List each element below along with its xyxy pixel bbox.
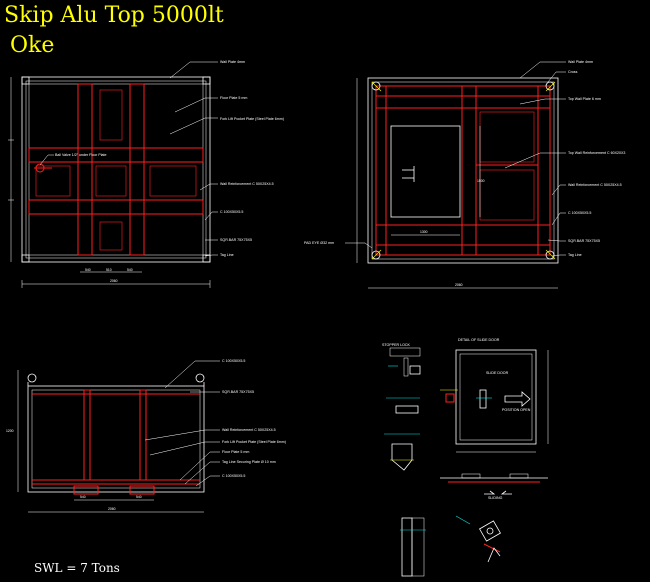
floor-stiffeners: [28, 83, 204, 256]
label-position-open: POSITION OPEN: [502, 408, 531, 412]
pad-eye-icons: [371, 81, 556, 260]
label-channel-top: C 100X50X5.5: [222, 359, 245, 363]
side-stiffeners: [32, 389, 200, 495]
label-tag-line-plate: Tag Line Securing Plate Ø 10 mm: [222, 460, 276, 464]
top-frame-stiffeners: [375, 85, 551, 256]
dimension-lines: [356, 78, 558, 289]
door-handle-icon: [402, 166, 415, 182]
label-top-wall-plate: Top Wall Plate 6 mm: [568, 97, 601, 101]
ball-valve-icon: [34, 163, 52, 173]
drawing-subtitle: Oke: [10, 33, 54, 58]
leader-lines: [39, 61, 218, 257]
label-wall-reinforcement: Wall Reinforcement C 50X25X4.5: [220, 182, 274, 186]
stopper-lock-icon: [476, 389, 492, 409]
label-tag-line: Tag Line: [220, 253, 234, 257]
label-floor-plate: Floor Plate 5 mm: [222, 450, 249, 454]
dim-pocket-1: 540: [80, 495, 86, 499]
dimension-lines: [8, 77, 211, 288]
label-stopper-lock: STOPPER LOCK: [382, 343, 410, 347]
leader-lines: [144, 360, 220, 487]
label-wall-plate: Wall Plate 4mm: [220, 60, 245, 64]
dim-door: 1300: [420, 230, 428, 234]
label-ball-valve: Ball Valve 1/2" under Floor Plate: [55, 153, 107, 157]
dim-pocket-2: 540: [136, 495, 142, 499]
label-wall-plate: Wall Plate 4mm: [568, 60, 593, 64]
label-fork-pocket: Fork Lift Pocket Plate (Steel Plate 6mm): [220, 117, 284, 121]
label-sqr-bar: SQR.BAR 75X75X5: [568, 239, 600, 243]
leader-lines: [345, 61, 566, 257]
detail-sketch-rail: [440, 473, 548, 495]
drawing-title: Skip Alu Top 5000lt: [4, 3, 224, 28]
view-top: 2060 1500 1300 Wall Plate 4mm Cross Top …: [304, 60, 625, 289]
lifting-lug-icons: [27, 373, 205, 386]
label-channel: C 100X50X5.5: [220, 210, 243, 214]
dim-seg-2: 510: [106, 268, 112, 272]
dim-total-width: 2060: [110, 279, 118, 283]
label-slide-door: SLIDE DOOR: [486, 371, 509, 375]
detail-sketch-lower-left: [384, 433, 420, 471]
arrow-right-icon: [504, 391, 531, 407]
label-pad-eye: PAD EYE Ø32 mm: [304, 241, 334, 245]
dim-seg-3: 540: [127, 268, 133, 272]
dimension-lines: [17, 370, 204, 513]
dim-side: 1500: [477, 179, 485, 183]
label-floor-plate: Floor Plate 5 mm: [220, 96, 247, 100]
safe-working-load: SWL = 7 Tons: [34, 561, 120, 575]
label-sliding: SLIDING: [488, 496, 503, 500]
label-sqr-bar: SQR.BAR 75X75X5: [222, 390, 254, 394]
corner-bars: [21, 76, 211, 263]
label-wall-reinforcement: Wall Reinforcement C 50X25X4.5: [568, 183, 622, 187]
detail-sketch-post: [400, 517, 426, 577]
view-side-elevation: 2060 540 540 1200 C 100X50X5.5 SQR.BAR 7…: [6, 359, 286, 513]
view-floor-plan: 2060 540 510 540 Wall Plate 4mm Floor Pl…: [8, 60, 284, 288]
label-top-wall-reinforcement: Top Wall Reinforcement C 60X20X3: [568, 151, 625, 155]
detail-sketch-mid-left: [386, 389, 458, 414]
dim-height: 1200: [6, 429, 14, 433]
detail-sketch-top-left: [388, 347, 421, 377]
dim-total-width: 2060: [455, 283, 463, 287]
label-fork-pocket: Fork Lift Pocket Plate (Steel Plate 6mm): [222, 440, 286, 444]
label-channel: C 100X50X5.5: [568, 211, 591, 215]
dim-total-width: 2060: [108, 507, 116, 511]
label-cross: Cross: [568, 70, 578, 74]
slide-door-opening: [390, 125, 461, 218]
label-sqr-bar: SQR.BAR 75X75X5: [220, 238, 252, 242]
view-slide-door-details: DETAIL OF SLIDE DOOR SLIDE DOOR POSITION…: [382, 338, 549, 577]
label-channel-bottom: C 100X50X5.5: [222, 474, 245, 478]
label-tag-line: Tag Line: [568, 253, 582, 257]
details-title: DETAIL OF SLIDE DOOR: [458, 338, 500, 342]
dim-seg-1: 540: [85, 268, 91, 272]
detail-sketch-pad-eye: [455, 515, 501, 563]
label-wall-reinforcement: Wall Reinforcement C 50X25X4.5: [222, 428, 276, 432]
